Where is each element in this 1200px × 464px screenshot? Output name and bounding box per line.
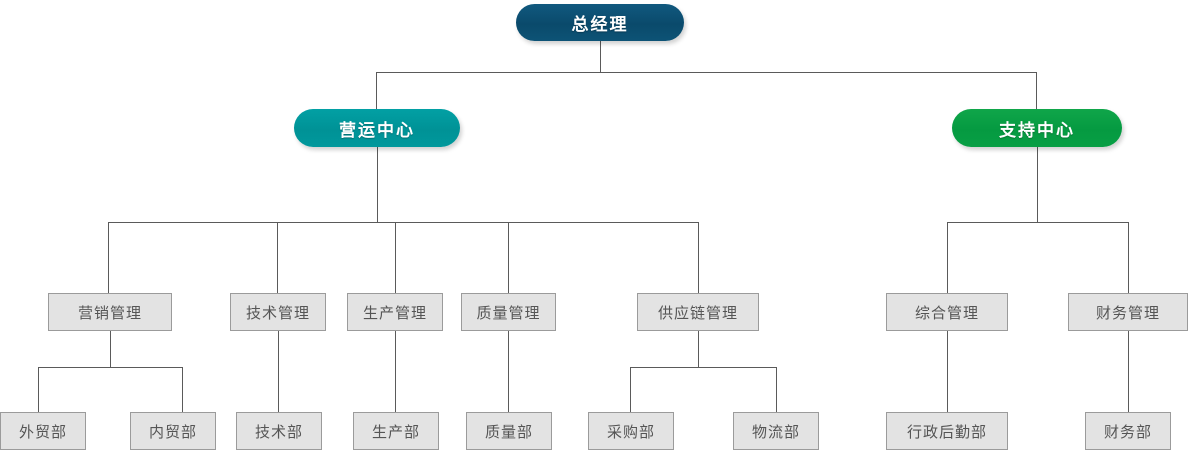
node-operations-center[interactable]: 营运中心 [294,109,460,147]
connector-sc-to-purchase-dept [630,367,631,412]
node-production-dept-label: 生产部 [371,423,420,441]
connector-support-bus [947,222,1128,223]
connector-support-to-gen-mgmt [947,222,948,293]
node-purchasing-dept[interactable]: 采购部 [588,412,674,450]
node-technology-dept[interactable]: 技术部 [236,412,322,450]
connector-ops-to-prod-mgmt [395,222,396,293]
node-production-dept[interactable]: 生产部 [353,412,439,450]
connector-ops-stem [377,147,378,222]
connector-fin-mgmt-to-finance-dept [1128,331,1129,412]
node-finance-management-label: 财务管理 [1095,304,1160,322]
node-supply-chain-management[interactable]: 供应链管理 [637,293,759,331]
connector-gm-to-support [1036,72,1037,110]
node-support-center-label: 支持中心 [999,120,1075,140]
node-operations-center-label: 营运中心 [339,120,415,140]
connector-ops-to-qa-mgmt [508,222,509,293]
connector-mkt-bus [38,367,182,368]
node-production-management-label: 生产管理 [362,304,427,322]
node-administration-logistics-dept-label: 行政后勤部 [906,423,987,441]
connector-gen-mgmt-to-admin-dept [947,331,948,412]
node-logistics-dept[interactable]: 物流部 [733,412,819,450]
node-quality-dept[interactable]: 质量部 [466,412,552,450]
node-production-management[interactable]: 生产管理 [347,293,443,331]
node-marketing-management[interactable]: 营销管理 [48,293,172,331]
connector-gm-stem [600,40,601,72]
connector-support-to-fin-mgmt [1128,222,1129,293]
node-general-manager[interactable]: 总经理 [516,4,684,41]
node-finance-management[interactable]: 财务管理 [1068,293,1188,331]
node-general-management[interactable]: 综合管理 [886,293,1008,331]
node-domestic-trade-dept-label: 内贸部 [148,423,197,441]
connector-mkt-stem [110,331,111,367]
connector-gm-bus [376,72,1036,73]
node-foreign-trade-dept-label: 外贸部 [18,423,67,441]
node-quality-dept-label: 质量部 [484,423,533,441]
node-foreign-trade-dept[interactable]: 外贸部 [0,412,86,450]
connector-prod-mgmt-to-prod-dept [395,331,396,412]
node-finance-dept-label: 财务部 [1103,423,1152,441]
connector-sc-to-logistics-dept [776,367,777,412]
node-general-manager-label: 总经理 [571,15,629,34]
node-support-center[interactable]: 支持中心 [952,109,1122,147]
node-finance-dept[interactable]: 财务部 [1085,412,1171,450]
connector-gm-to-ops [376,72,377,110]
node-quality-management[interactable]: 质量管理 [461,293,556,331]
connector-support-stem [1037,147,1038,222]
connector-sc-bus [630,367,776,368]
node-marketing-management-label: 营销管理 [77,304,142,322]
connector-ops-to-tech-mgmt [277,222,278,293]
node-quality-management-label: 质量管理 [476,304,541,322]
node-general-management-label: 综合管理 [914,304,979,322]
connector-tech-mgmt-to-tech-dept [278,331,279,412]
node-logistics-dept-label: 物流部 [751,423,800,441]
connector-mkt-to-foreign-trade [38,367,39,412]
connector-qa-mgmt-to-qa-dept [508,331,509,412]
node-technology-management-label: 技术管理 [245,304,310,322]
node-purchasing-dept-label: 采购部 [606,423,655,441]
connector-sc-stem [698,331,699,367]
node-supply-chain-management-label: 供应链管理 [657,304,738,322]
node-administration-logistics-dept[interactable]: 行政后勤部 [886,412,1008,450]
connector-ops-to-sc-mgmt [698,222,699,293]
connector-ops-bus [108,222,698,223]
node-domestic-trade-dept[interactable]: 内贸部 [130,412,216,450]
connector-mkt-to-domestic-trade [182,367,183,412]
connector-ops-to-mkt-mgmt [108,222,109,293]
node-technology-management[interactable]: 技术管理 [230,293,326,331]
node-technology-dept-label: 技术部 [254,423,303,441]
